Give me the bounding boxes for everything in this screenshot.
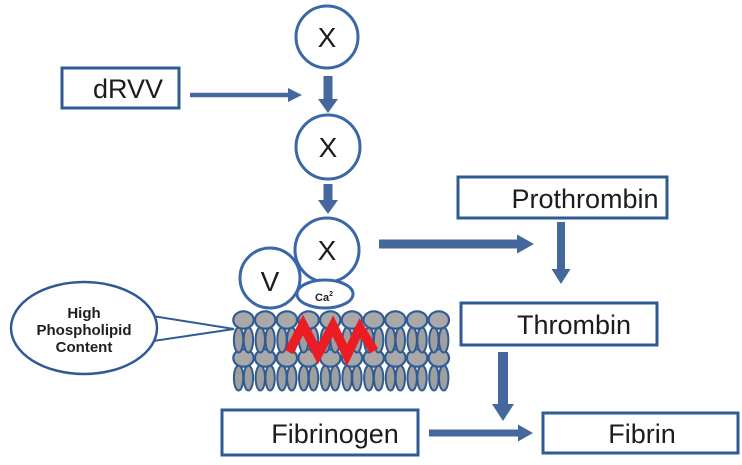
arrow-thrombin-to-fibrin-conversion [492,352,514,421]
factor-v-label: V [261,266,280,297]
high-phospholipid-callout: High Phospholipid Content [9,280,235,376]
fibrin-box-label: Fibrin [608,419,676,449]
callout-bubble [9,280,159,376]
callout-text-line1: High [67,305,100,322]
arrow-xa-to-complex [318,184,338,214]
fibrin-box: Fibrin [541,411,740,455]
arrow-prothrombin-to-thrombin [551,222,571,284]
factor-x-label-2: X [319,132,338,163]
callout-text-line2: Phospholipid [37,322,132,339]
fibrin-box-rect [541,411,740,455]
prothrombin-box-rect [456,175,669,220]
arrow-complex-to-prothrombin [379,234,534,254]
arrow-drvv-to-cascade [190,88,302,102]
fibrinogen-box: Fibrinogen [220,408,420,457]
phospholipid-membrane [232,310,451,392]
factor-v-circle [238,246,302,310]
factor-x-label-1: X [318,22,337,53]
drvv-box-rect [60,66,181,110]
factor-x-circle-1 [294,4,360,70]
membrane-row-lower [232,348,451,392]
arrow-factor-x-to-xa [318,76,338,113]
calcium-ellipse [295,278,355,310]
factor-x-circle-2 [294,113,362,181]
fibrinogen-box-label: Fibrinogen [271,419,399,449]
thrombin-box-rect [459,301,659,347]
fibrinogen-box-rect [220,408,420,457]
callout-text-line3: Content [56,339,113,356]
calcium-label: Ca2 [315,291,333,304]
prothrombin-box: Prothrombin [456,175,669,220]
prothrombin-box-label: Prothrombin [511,184,658,214]
thrombin-box: Thrombin [459,301,659,347]
drvv-box: dRVV [60,66,181,110]
factor-x-label-3: X [318,235,337,266]
thrombin-box-label: Thrombin [517,310,631,340]
drvv-box-label: dRVV [93,74,163,104]
arrow-fibrinogen-to-fibrin [429,424,533,442]
red-zigzag-highlight [284,314,379,366]
